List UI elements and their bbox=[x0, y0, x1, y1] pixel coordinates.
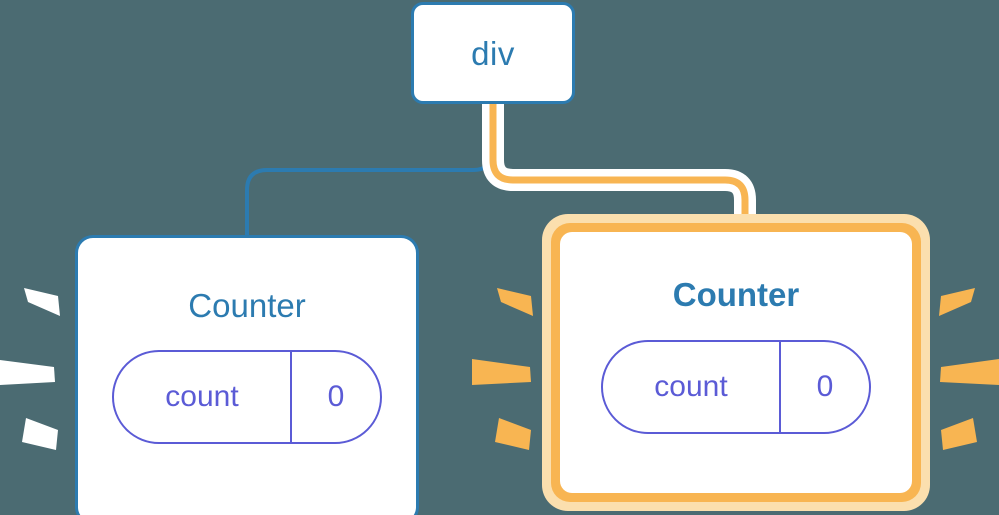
sparkle-ray-icon bbox=[497, 288, 533, 316]
sparkle-group-right-counter-right bbox=[939, 288, 999, 450]
node-counter-left[interactable]: Counter count 0 bbox=[75, 235, 419, 515]
sparkle-ray-icon bbox=[939, 288, 975, 316]
node-div-label: div bbox=[471, 34, 515, 72]
connector-div-to-counter-left bbox=[245, 102, 495, 239]
sparkle-ray-icon bbox=[472, 359, 531, 385]
sparkle-group-left-counter bbox=[0, 288, 60, 450]
node-counter-right-highlight-ring: Counter count 0 bbox=[551, 223, 921, 502]
connector-div-to-counter-right-halo bbox=[482, 104, 756, 232]
sparkle-ray-icon bbox=[495, 418, 531, 450]
state-pill-right: count 0 bbox=[601, 340, 871, 434]
state-key-left: count bbox=[114, 352, 292, 442]
state-pill-left: count 0 bbox=[112, 350, 382, 444]
sparkle-ray-icon bbox=[22, 418, 58, 450]
state-value-left: 0 bbox=[327, 380, 345, 413]
node-counter-right-highlight-glow: Counter count 0 bbox=[542, 214, 930, 511]
sparkle-ray-icon bbox=[0, 360, 55, 385]
state-value-right: 0 bbox=[816, 370, 834, 403]
node-counter-right[interactable]: Counter count 0 bbox=[560, 232, 912, 493]
node-counter-right-label: Counter bbox=[672, 276, 800, 313]
node-counter-left-label: Counter bbox=[188, 287, 306, 324]
sparkle-group-right-counter-left bbox=[472, 288, 533, 450]
connector-div-to-counter-right bbox=[489, 104, 749, 232]
node-div[interactable]: div bbox=[411, 2, 575, 104]
sparkle-ray-icon bbox=[940, 359, 999, 385]
sparkle-ray-icon bbox=[941, 418, 977, 450]
sparkle-ray-icon bbox=[24, 288, 60, 316]
state-key-right: count bbox=[603, 342, 781, 432]
